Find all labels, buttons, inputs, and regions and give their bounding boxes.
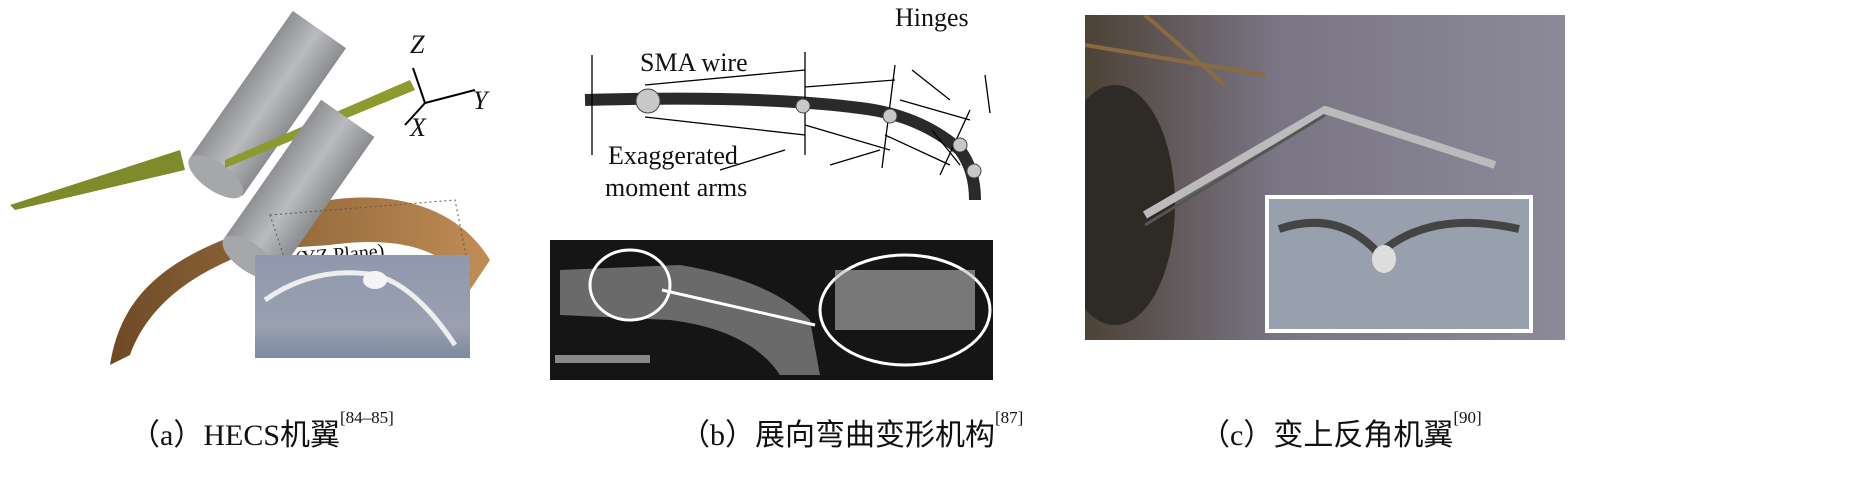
panel-b: SMA wire Hinges Exaggerated moment arms (550, 0, 1060, 400)
upper-wing-left (10, 150, 185, 210)
hinges-label: Hinges (895, 3, 969, 32)
caption-b: （b）展向弯曲变形机构[87] (680, 408, 1024, 452)
hecs-wing-illustration (10, 10, 490, 365)
dihedral-wing-photo (1085, 15, 1565, 340)
gull-inset-photo (1265, 195, 1533, 333)
axis-z-label: Z (410, 30, 425, 59)
sma-wire-label: SMA wire (640, 48, 748, 77)
axis-x-label: X (410, 113, 426, 142)
caption-c: （c）变上反角机翼[90] (1200, 408, 1482, 452)
axes-icon (404, 67, 476, 126)
axis-y-label: Y (473, 86, 488, 115)
moment-arms-label-line2: moment arms (605, 173, 748, 202)
caption-a: （a）HECS机翼[84–85] (130, 408, 394, 452)
cylinder-rear (188, 10, 347, 199)
moment-arms-label-line1: Exaggerated (608, 141, 738, 170)
seagull-photo (255, 255, 470, 358)
prototype-photo (550, 240, 993, 380)
spanwise-bending-diagram (584, 52, 991, 200)
hinge-icon (635, 88, 982, 179)
panel-a: Z Y X (YZ Plane) (0, 0, 560, 400)
lower-wing (110, 197, 490, 365)
